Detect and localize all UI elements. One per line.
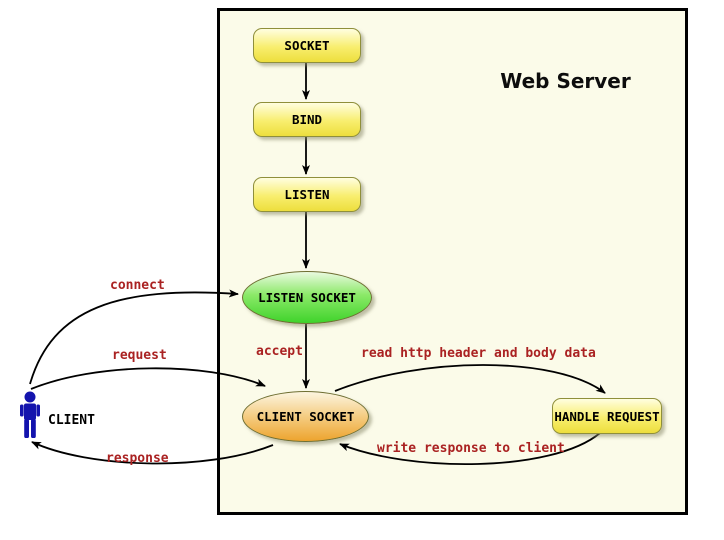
edge-label-response: response xyxy=(106,451,169,466)
edge-response-arrow xyxy=(31,441,274,465)
edge-write-arrow xyxy=(339,432,601,466)
edge-label-write: write response to client xyxy=(377,441,565,456)
node-listen-label: LISTEN xyxy=(284,187,330,202)
node-bind-label: BIND xyxy=(291,112,323,127)
node-handle-request: HANDLE REQUEST xyxy=(552,398,662,434)
edge-request-arrow xyxy=(30,367,266,390)
client-person-icon xyxy=(20,391,40,438)
edge-connect-arrow xyxy=(29,289,239,385)
node-bind: BIND xyxy=(253,102,361,137)
node-client-socket-label: CLIENT SOCKET xyxy=(256,409,355,424)
edge-label-read: read http header and body data xyxy=(361,346,596,361)
edge-label-accept: accept xyxy=(256,344,303,359)
client-label: CLIENT xyxy=(48,413,95,428)
edge-label-connect: connect xyxy=(110,278,165,293)
node-client-socket: CLIENT SOCKET xyxy=(242,391,369,442)
node-socket: SOCKET xyxy=(253,28,361,63)
edge-read-arrow xyxy=(334,364,606,394)
node-handle-request-label: HANDLE REQUEST xyxy=(554,408,660,424)
edge-label-request: request xyxy=(112,348,167,363)
node-socket-label: SOCKET xyxy=(284,38,330,53)
node-listen-socket-label: LISTEN SOCKET xyxy=(258,290,356,305)
node-listen-socket: LISTEN SOCKET xyxy=(242,271,372,324)
node-listen: LISTEN xyxy=(253,177,361,212)
diagram-title: Web Server xyxy=(500,69,631,93)
